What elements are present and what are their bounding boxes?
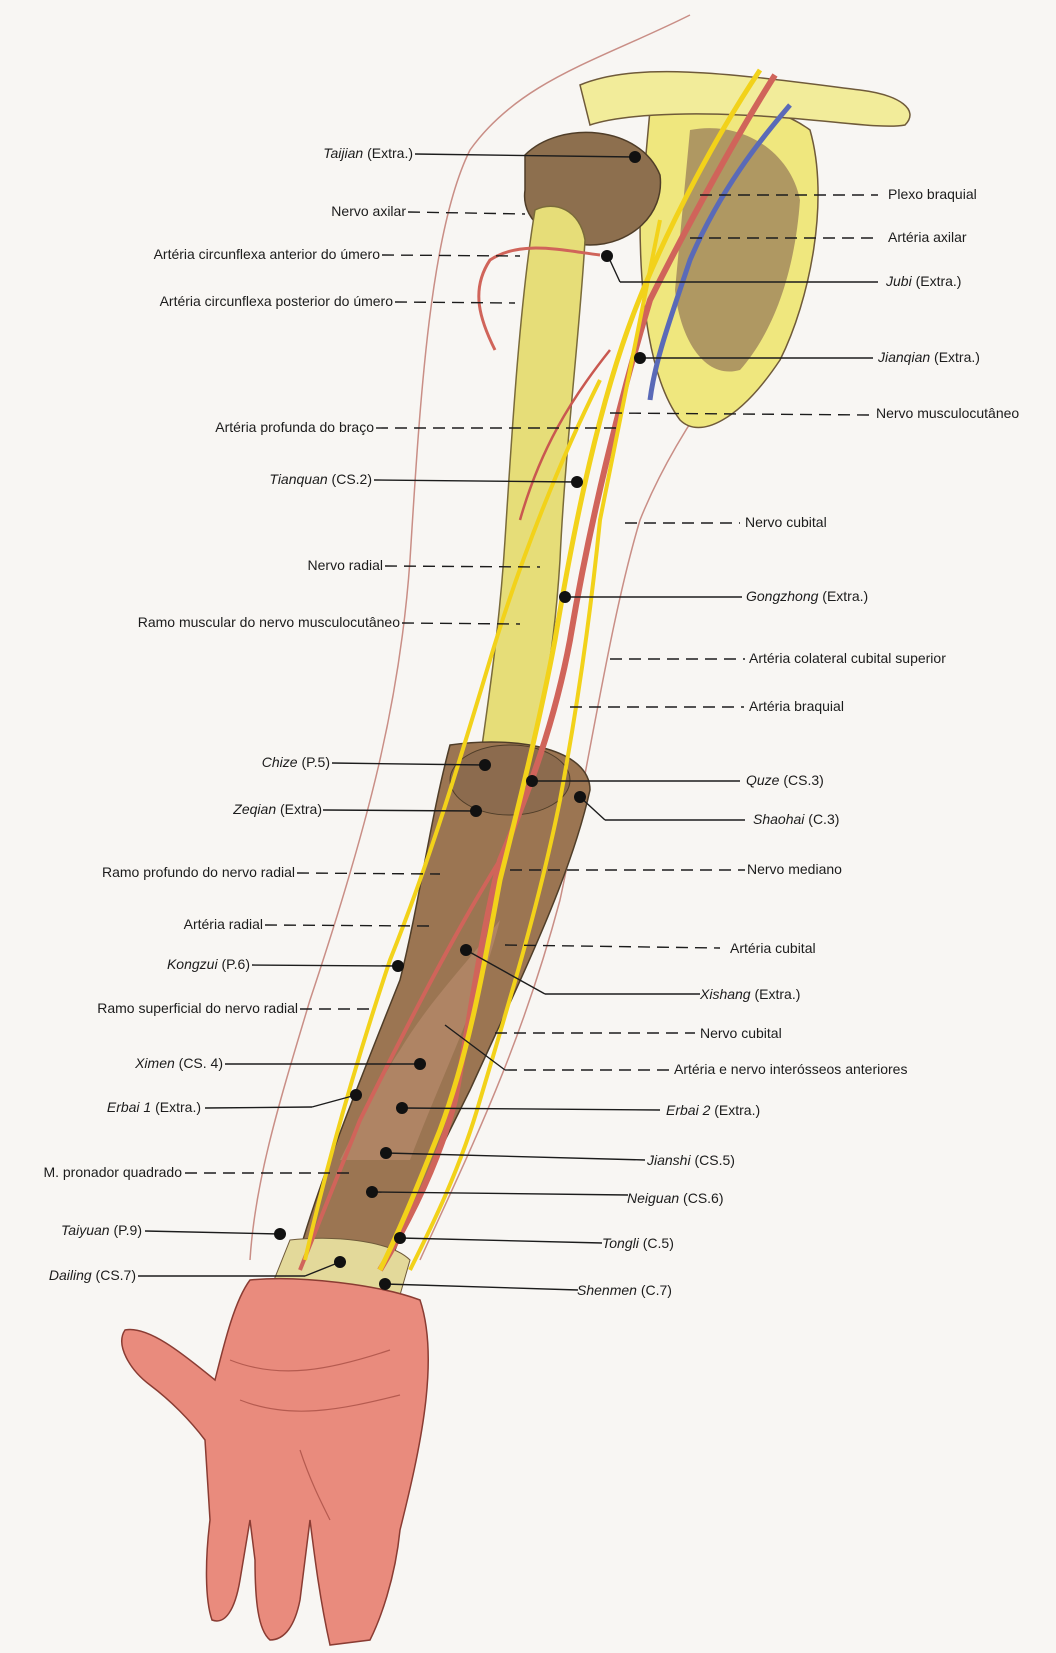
label-ramo-superficial: Ramo superficial do nervo radial	[97, 999, 298, 1017]
label-quze: Quze (CS.3)	[746, 771, 824, 789]
label-arteria-profunda-braco: Artéria profunda do braço	[215, 418, 374, 436]
point-chize	[479, 759, 491, 771]
label-shenmen: Shenmen (C.7)	[577, 1281, 672, 1299]
elbow-region	[450, 745, 570, 815]
point-shenmen	[379, 1278, 391, 1290]
point-gongzhong	[559, 591, 571, 603]
label-nervo-cubital-1: Nervo cubital	[745, 513, 827, 531]
label-arteria-circunflexa-posterior: Artéria circunflexa posterior do úmero	[160, 292, 393, 310]
label-tianquan: Tianquan (CS.2)	[269, 470, 372, 488]
point-taiyuan	[274, 1228, 286, 1240]
point-jianshi	[380, 1147, 392, 1159]
label-arteria-cubital: Artéria cubital	[730, 939, 816, 957]
label-ramo-muscular: Ramo muscular do nervo musculocutâneo	[138, 613, 400, 631]
label-nervo-mediano: Nervo mediano	[747, 860, 842, 878]
label-arteria-colateral: Artéria colateral cubital superior	[749, 649, 946, 667]
acupoints	[274, 151, 646, 1290]
point-zeqian	[470, 805, 482, 817]
label-nervo-axilar: Nervo axilar	[331, 202, 406, 220]
label-nervo-musculocutaneo: Nervo musculocutâneo	[876, 404, 1019, 422]
label-taiyuan: Taiyuan (P.9)	[61, 1221, 142, 1239]
label-arteria-circunflexa-anterior: Artéria circunflexa anterior do úmero	[154, 245, 380, 263]
point-daling	[334, 1256, 346, 1268]
label-arteria-radial: Artéria radial	[184, 915, 263, 933]
point-erbai2	[396, 1102, 408, 1114]
point-jubi	[601, 250, 613, 262]
label-zeqian: Zeqian (Extra)	[233, 800, 322, 818]
label-ramo-profundo: Ramo profundo do nervo radial	[102, 863, 295, 881]
label-nervo-radial: Nervo radial	[308, 556, 383, 574]
label-shaohai: Shaohai (C.3)	[753, 810, 839, 828]
label-jubi: Jubi (Extra.)	[886, 272, 961, 290]
point-tianquan	[571, 476, 583, 488]
label-arteria-axilar: Artéria axilar	[888, 228, 967, 246]
label-pronador: M. pronador quadrado	[43, 1163, 182, 1181]
point-tongli	[394, 1232, 406, 1244]
point-neiguan	[366, 1186, 378, 1198]
point-ximen	[414, 1058, 426, 1070]
label-neiguan: Neiguan (CS.6)	[627, 1189, 724, 1207]
point-kongzui	[392, 960, 404, 972]
point-taijian	[629, 151, 641, 163]
point-xishang	[460, 944, 472, 956]
point-jianqian	[634, 352, 646, 364]
hand	[122, 1279, 428, 1645]
label-jianqian: Jianqian (Extra.)	[878, 348, 980, 366]
label-taijian: Taijian (Extra.)	[323, 144, 413, 162]
label-chize: Chize (P.5)	[262, 753, 330, 771]
point-quze	[526, 775, 538, 787]
label-arteria-braquial: Artéria braquial	[749, 697, 844, 715]
point-erbai1	[350, 1089, 362, 1101]
label-jianshi: Jianshi (CS.5)	[647, 1151, 735, 1169]
label-nervo-cubital-2: Nervo cubital	[700, 1024, 782, 1042]
label-kongzui: Kongzui (P.6)	[167, 955, 250, 973]
label-ximen: Ximen (CS. 4)	[135, 1054, 223, 1072]
label-erbai2: Erbai 2 (Extra.)	[666, 1101, 760, 1119]
label-tongli: Tongli (C.5)	[602, 1234, 674, 1252]
point-shaohai	[574, 791, 586, 803]
label-interosseos: Artéria e nervo interósseos anteriores	[674, 1060, 907, 1078]
label-daling: Dailing (CS.7)	[49, 1266, 136, 1284]
label-erbai1: Erbai 1 (Extra.)	[107, 1098, 201, 1116]
label-plexo-braquial: Plexo braquial	[888, 185, 977, 203]
label-xishang: Xishang (Extra.)	[700, 985, 800, 1003]
label-gongzhong: Gongzhong (Extra.)	[746, 587, 868, 605]
